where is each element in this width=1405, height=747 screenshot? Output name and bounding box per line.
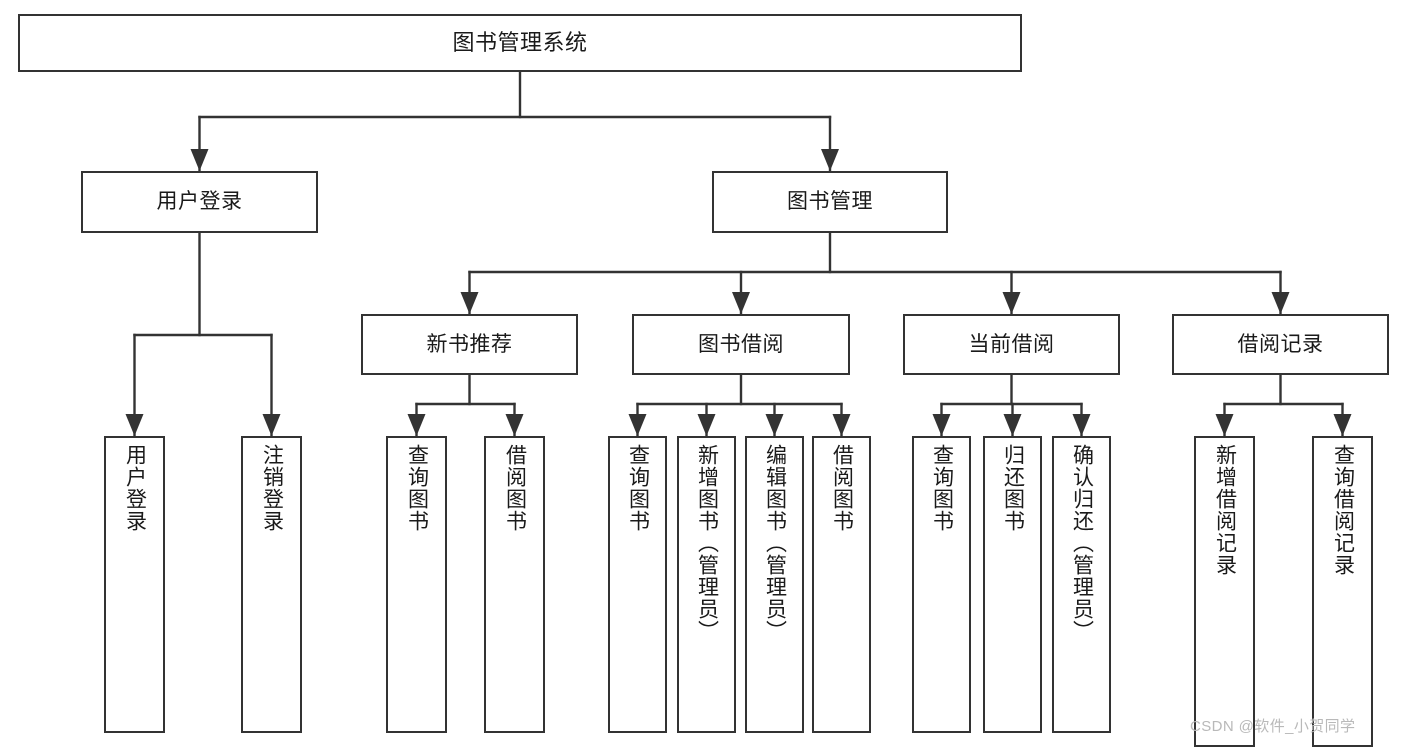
node-l_cb_confirm[interactable]: 确认归还（管理员） bbox=[1052, 436, 1111, 733]
arrowhead-icon bbox=[932, 414, 951, 436]
node-l_cb_return[interactable]: 归还图书 bbox=[983, 436, 1042, 733]
arrowhead-icon bbox=[1072, 414, 1091, 436]
node-l_bl_query[interactable]: 查询借阅记录 bbox=[1312, 436, 1373, 747]
node-l_bl_add[interactable]: 新增借阅记录 bbox=[1194, 436, 1255, 747]
node-label: 查询借阅记录 bbox=[1331, 444, 1355, 576]
arrowhead-icon bbox=[821, 149, 839, 171]
arrowhead-icon bbox=[262, 414, 281, 436]
node-label: 用户登录 bbox=[123, 444, 147, 532]
node-user_login[interactable]: 用户登录 bbox=[81, 171, 318, 233]
node-label: 新增借阅记录 bbox=[1213, 444, 1237, 576]
arrowhead-icon bbox=[125, 414, 144, 436]
node-label: 查询图书 bbox=[405, 444, 429, 532]
node-label: 图书管理系统 bbox=[452, 29, 588, 55]
node-l_nr_borrow[interactable]: 借阅图书 bbox=[484, 436, 545, 733]
arrowhead-icon bbox=[1002, 292, 1021, 314]
arrowhead-icon bbox=[505, 414, 524, 436]
node-label: 新书推荐 bbox=[426, 332, 513, 356]
node-label: 借阅图书 bbox=[503, 444, 527, 532]
node-l_nr_query[interactable]: 查询图书 bbox=[386, 436, 447, 733]
node-label: 当前借阅 bbox=[968, 332, 1055, 356]
arrowhead-icon bbox=[732, 292, 750, 314]
node-borrow_log[interactable]: 借阅记录 bbox=[1172, 314, 1389, 375]
node-label: 用户登录 bbox=[156, 190, 243, 214]
node-book_mgmt[interactable]: 图书管理 bbox=[712, 171, 948, 233]
node-label: 确认归还（管理员） bbox=[1070, 444, 1094, 642]
node-book_borrow[interactable]: 图书借阅 bbox=[632, 314, 850, 375]
node-l_bb_edit[interactable]: 编辑图书（管理员） bbox=[745, 436, 804, 733]
node-l_user_logout[interactable]: 注销登录 bbox=[241, 436, 302, 733]
node-label: 查询图书 bbox=[626, 444, 650, 532]
node-new_rec[interactable]: 新书推荐 bbox=[361, 314, 578, 375]
node-cur_borrow[interactable]: 当前借阅 bbox=[903, 314, 1120, 375]
node-label: 注销登录 bbox=[260, 444, 284, 532]
node-label: 借阅记录 bbox=[1237, 332, 1324, 356]
arrowhead-icon bbox=[460, 292, 479, 314]
node-root[interactable]: 图书管理系统 bbox=[18, 14, 1022, 72]
arrowhead-icon bbox=[765, 414, 784, 436]
node-label: 图书借阅 bbox=[698, 332, 784, 356]
arrowhead-icon bbox=[1003, 414, 1022, 436]
arrowhead-icon bbox=[1271, 292, 1290, 314]
node-l_user_login[interactable]: 用户登录 bbox=[104, 436, 165, 733]
node-label: 归还图书 bbox=[1001, 444, 1025, 532]
arrowhead-icon bbox=[1215, 414, 1234, 436]
arrowhead-icon bbox=[407, 414, 426, 436]
node-label: 编辑图书（管理员） bbox=[763, 444, 787, 642]
arrowhead-icon bbox=[697, 414, 716, 436]
node-l_cb_query[interactable]: 查询图书 bbox=[912, 436, 971, 733]
arrowhead-icon bbox=[190, 149, 209, 171]
node-label: 查询图书 bbox=[930, 444, 954, 532]
node-label: 图书管理 bbox=[787, 190, 873, 214]
node-l_bb_query[interactable]: 查询图书 bbox=[608, 436, 667, 733]
node-l_bb_add[interactable]: 新增图书（管理员） bbox=[677, 436, 736, 733]
node-label: 借阅图书 bbox=[830, 444, 854, 532]
arrowhead-icon bbox=[1333, 414, 1352, 436]
arrowhead-icon bbox=[832, 414, 851, 436]
arrowhead-icon bbox=[628, 414, 647, 436]
node-l_bb_borrow[interactable]: 借阅图书 bbox=[812, 436, 871, 733]
node-label: 新增图书（管理员） bbox=[695, 444, 719, 642]
